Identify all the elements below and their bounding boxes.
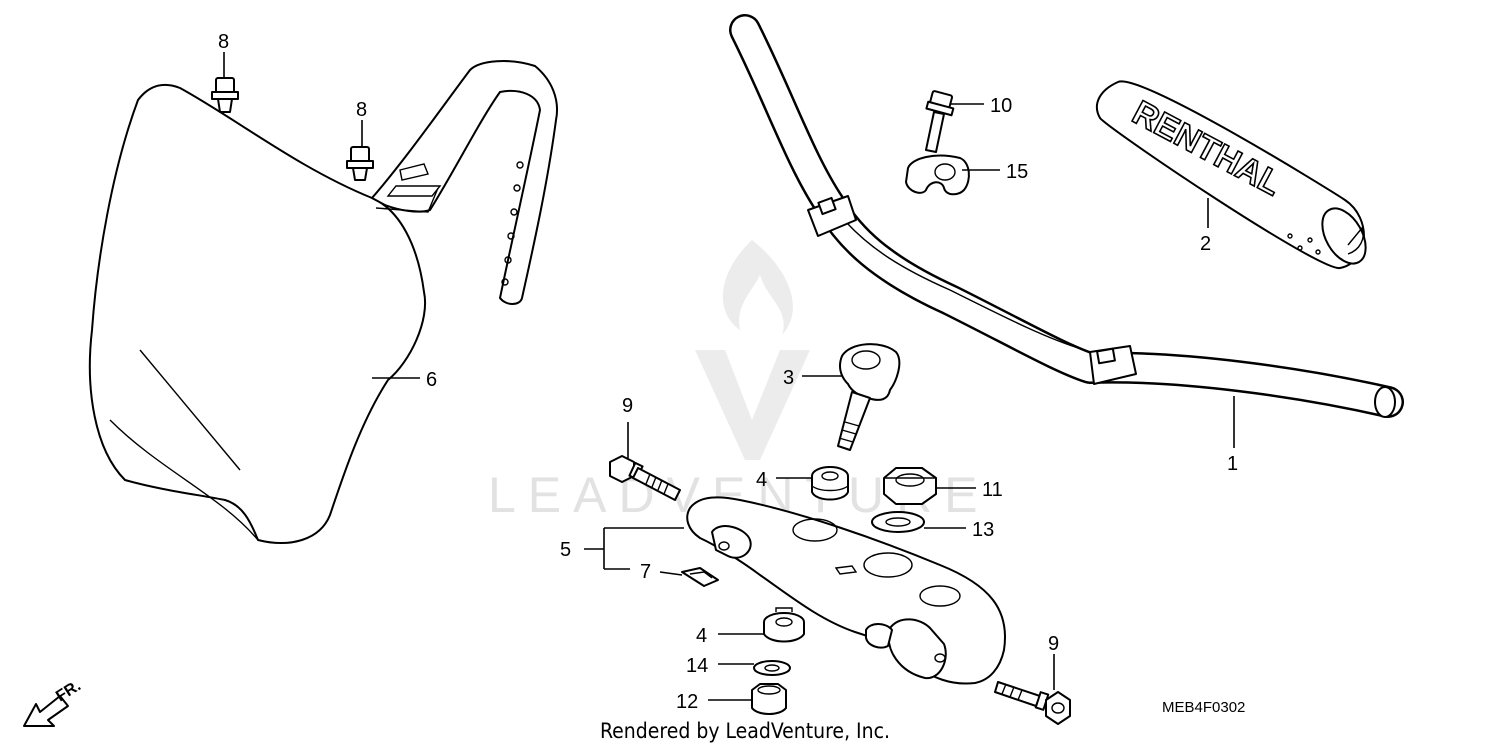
callout-12: 12 [676, 691, 698, 713]
lower-washer-icon[interactable] [753, 660, 791, 676]
credit-text: Rendered by LeadVenture, Inc. [600, 719, 890, 743]
bar-pad[interactable]: RENTHAL [1095, 80, 1375, 271]
handlebar-upper-holder[interactable] [837, 343, 901, 451]
callout-13: 13 [972, 519, 994, 541]
callout-8-upper: 8 [218, 31, 229, 53]
callout-2: 2 [1200, 233, 1211, 255]
top-bridge-bolt-left-icon[interactable] [609, 455, 681, 501]
number-plate[interactable] [88, 60, 558, 544]
handlebar[interactable] [729, 14, 1404, 418]
callout-8-middle: 8 [356, 99, 367, 121]
plate-bolt-middle-icon[interactable] [346, 146, 374, 181]
callout-15: 15 [1006, 161, 1028, 183]
leader-lines [223, 52, 1235, 701]
callout-10: 10 [990, 95, 1012, 117]
front-arrow-icon [23, 695, 69, 727]
holder-rubber-lower-icon[interactable] [763, 607, 805, 643]
callout-4-lower: 4 [696, 625, 707, 647]
clamp-bolt-icon[interactable] [925, 90, 955, 153]
callout-6: 6 [426, 369, 437, 391]
plate-bolt-upper-icon[interactable] [211, 77, 239, 113]
holder-nut-icon[interactable] [883, 467, 937, 505]
callout-3: 3 [783, 367, 794, 389]
collar-nut-icon[interactable] [751, 683, 787, 715]
top-bridge[interactable] [686, 496, 1006, 685]
callout-14: 14 [686, 655, 708, 677]
diagram-code: MEB4F0302 [1162, 699, 1245, 716]
holder-washer-icon[interactable] [871, 511, 925, 533]
holder-rubber-upper-icon[interactable] [811, 466, 849, 501]
callout-5: 5 [560, 539, 571, 561]
callout-1: 1 [1227, 453, 1238, 475]
callouts: 8 8 6 10 15 2 1 3 4 11 13 9 9 5 7 4 14 1… [218, 31, 1238, 713]
callout-4-upper: 4 [756, 469, 767, 491]
callout-11: 11 [982, 479, 1003, 501]
top-bridge-bolt-right-icon[interactable] [994, 681, 1071, 725]
front-direction-indicator: FR. [23, 677, 84, 727]
watermark-logo-icon [695, 240, 810, 460]
handlebar-clamp-icon[interactable] [905, 154, 970, 196]
caution-label-icon[interactable] [681, 567, 719, 587]
callout-9-right: 9 [1048, 633, 1059, 655]
callout-7: 7 [640, 561, 651, 583]
callout-9-left: 9 [622, 395, 633, 417]
